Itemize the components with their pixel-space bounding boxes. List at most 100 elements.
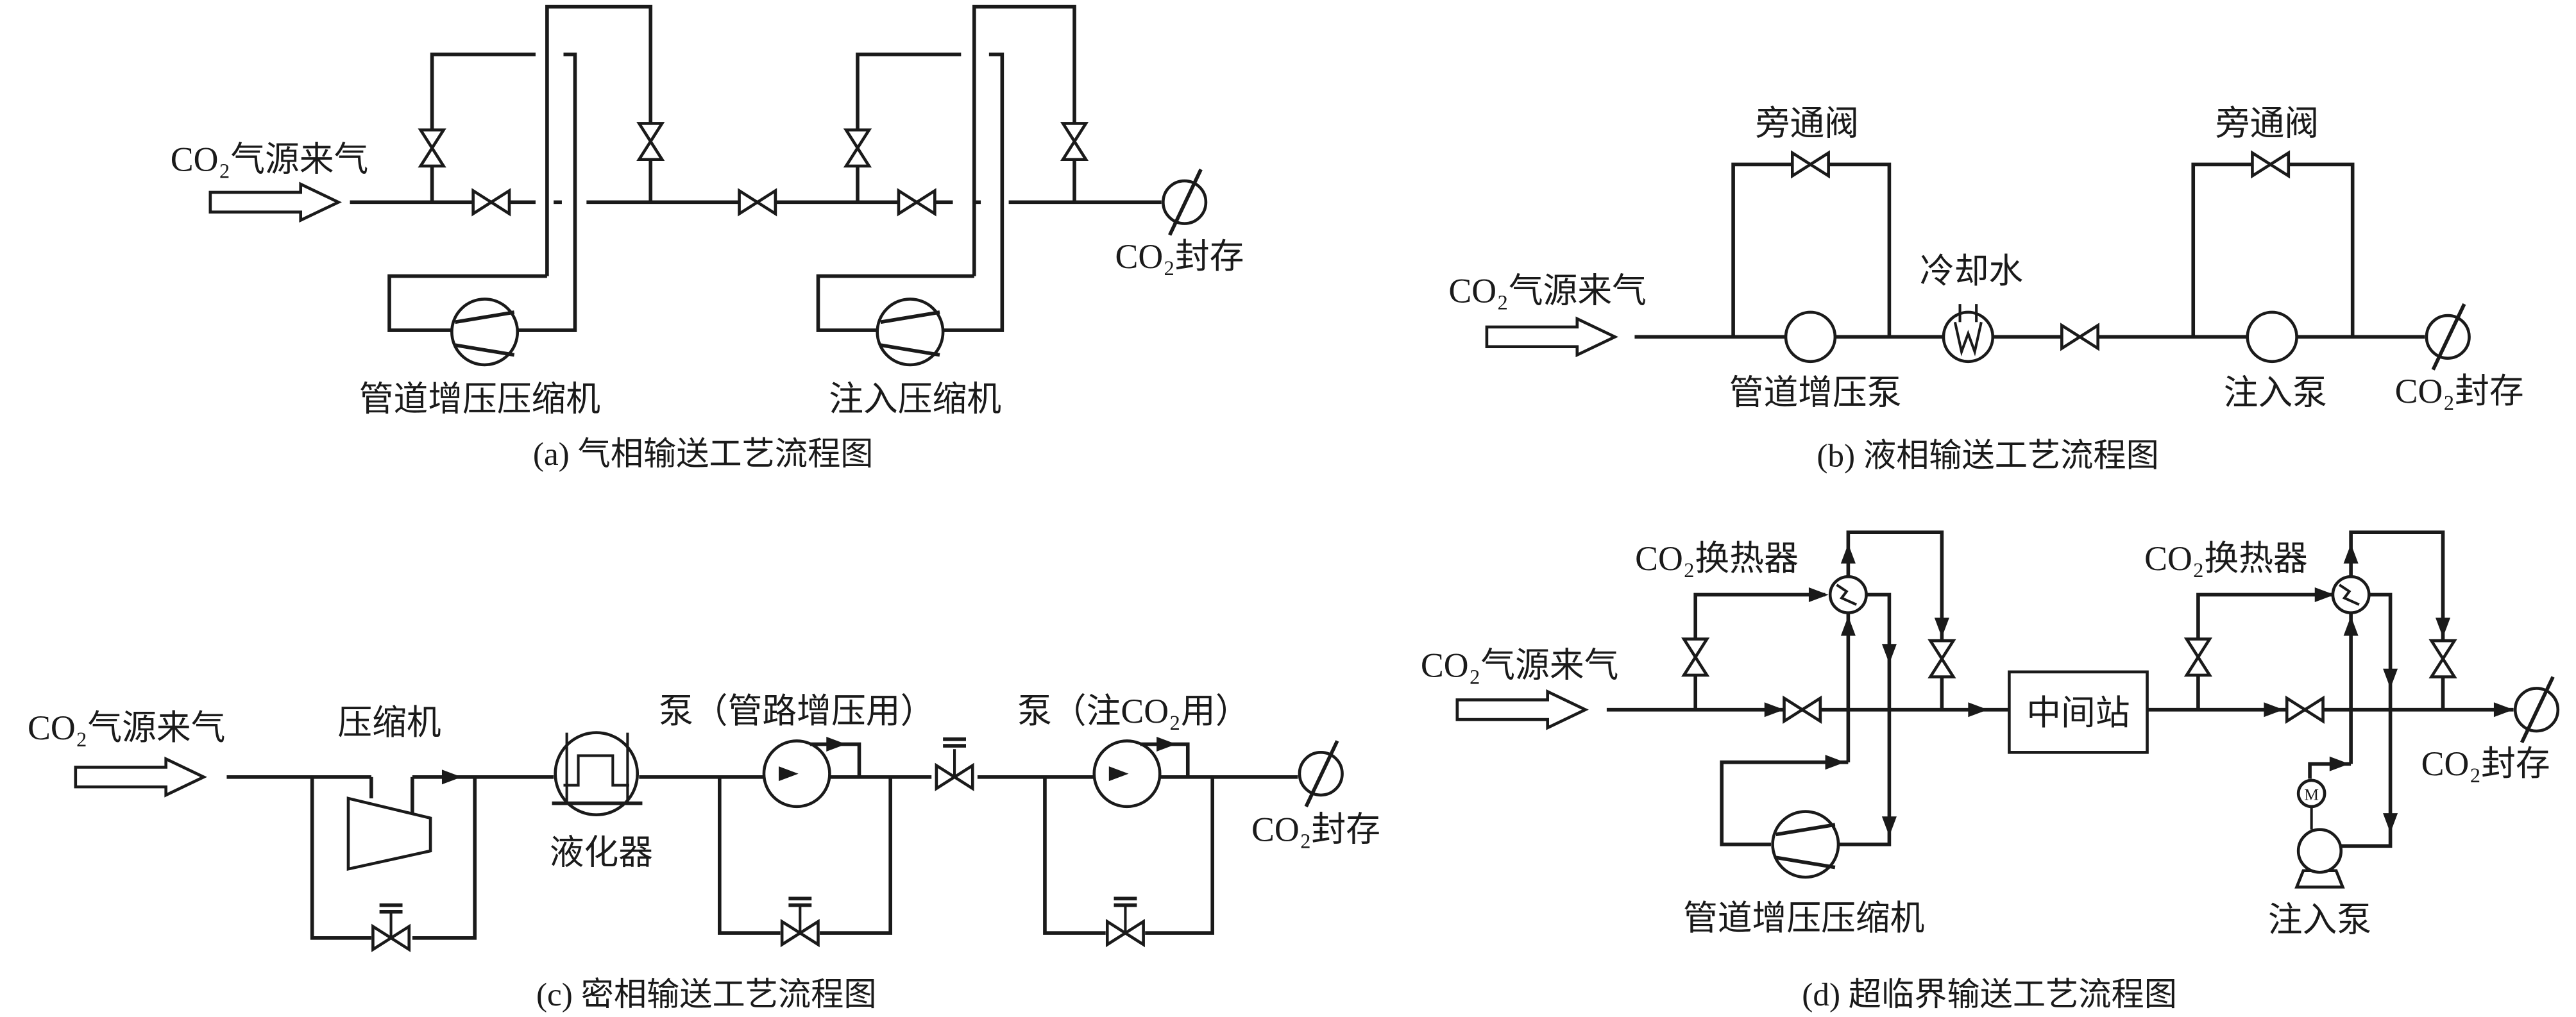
pump-icon xyxy=(2246,310,2298,364)
compressor-icon xyxy=(346,777,432,871)
suction-line xyxy=(517,53,577,332)
source-arrow-icon xyxy=(76,759,204,795)
line-valve[interactable] xyxy=(740,190,775,214)
bypass-line xyxy=(717,777,781,935)
discharge-line xyxy=(545,4,653,276)
flow-arrow-icon xyxy=(1881,644,1897,664)
bypass-valve[interactable] xyxy=(373,903,409,950)
bypass-line xyxy=(1145,777,1215,935)
bypass-valve-label: 旁通阀 xyxy=(2216,104,2319,142)
caption: (d) 超临界输送工艺流程图 xyxy=(1802,977,2177,1013)
heat-exchanger-icon xyxy=(1828,575,1868,614)
caption: (a) 气相输送工艺流程图 xyxy=(533,436,874,473)
flow-arrow-icon xyxy=(1840,616,1856,636)
station-label: 中间站 xyxy=(2026,694,2130,732)
bypass-line xyxy=(310,777,371,940)
bypass-valve-label: 旁通阀 xyxy=(1756,104,1859,142)
intermediate-station[interactable]: 中间站 xyxy=(2008,670,2149,754)
bypass-valve[interactable] xyxy=(846,130,869,166)
storage-label: CO₂封存 xyxy=(2395,372,2524,410)
bypass-line xyxy=(856,53,962,203)
flow-arrow-icon xyxy=(1840,544,1856,564)
inlet-valve[interactable] xyxy=(899,190,935,214)
bypass-valve[interactable] xyxy=(1684,639,1707,675)
pump-label: 泵（管路增压用） xyxy=(659,692,935,730)
source-arrow-icon xyxy=(210,184,339,220)
storage-label: CO₂封存 xyxy=(2421,744,2550,783)
pump-label: 管道增压泵 xyxy=(1729,373,1902,412)
source-label: CO₂气源来气 xyxy=(28,709,226,747)
pump-label: 注入泵 xyxy=(2224,373,2327,412)
cooling-water-label: 冷却水 xyxy=(1920,252,2023,290)
compressor-icon xyxy=(1773,812,1838,877)
flow-arrow-icon xyxy=(1825,755,1845,770)
compressor-line xyxy=(1720,760,1849,846)
flow-arrow-icon xyxy=(2383,813,2398,833)
pump-icon xyxy=(1784,310,1837,364)
source-label: CO₂气源来气 xyxy=(1421,646,1619,685)
bypass-valve[interactable] xyxy=(421,130,444,166)
suction-line xyxy=(943,53,1004,332)
pump-label: 注入泵 xyxy=(2268,901,2371,939)
inlet-valve[interactable] xyxy=(473,190,509,214)
storage-icon xyxy=(2427,304,2470,369)
bypass-valve[interactable] xyxy=(782,896,818,945)
source-arrow-icon xyxy=(1487,319,1615,355)
bypass-line xyxy=(1693,593,1826,710)
compressor-icon xyxy=(877,299,943,364)
hx-return-line xyxy=(1838,593,1892,846)
bypass-valve[interactable] xyxy=(1930,641,1953,677)
storage-label: CO₂封存 xyxy=(1115,237,1244,276)
bypass-line xyxy=(2196,593,2333,710)
bypass-line xyxy=(430,53,536,203)
panel-d-supercritical: CO₂气源来气 CO₂换热器 管道增压压缩机 xyxy=(1421,530,2558,1013)
heat-exchanger-label: CO₂换热器 xyxy=(2144,539,2308,578)
discharge-valve[interactable] xyxy=(1063,123,1086,159)
storage-icon xyxy=(2515,677,2558,743)
bypass-valve[interactable] xyxy=(2432,641,2455,677)
line-valve[interactable] xyxy=(936,737,972,789)
compressor-label: 注入压缩机 xyxy=(829,380,1001,419)
flow-arrow-icon xyxy=(2436,618,2451,638)
inlet-valve[interactable] xyxy=(2287,698,2323,721)
discharge-valve[interactable] xyxy=(639,123,662,159)
injection-pump-icon: M xyxy=(2294,778,2345,889)
liquefier-icon xyxy=(552,731,643,816)
source-label: CO₂气源来气 xyxy=(171,140,369,179)
compressor-outlet-line xyxy=(816,274,974,332)
compressor-outlet-line xyxy=(387,274,547,332)
line-valve[interactable] xyxy=(2062,325,2097,348)
flow-arrow-icon xyxy=(2329,756,2350,771)
compressor-label: 压缩机 xyxy=(337,703,441,742)
bypass-valve[interactable] xyxy=(2187,639,2210,675)
discharge-line xyxy=(972,4,1076,276)
panel-b-liquid-phase: CO₂气源来气 旁通阀 管道增压泵 冷却水 旁通阀 注入泵 CO₂封存 (b) … xyxy=(1448,104,2523,474)
bypass-line xyxy=(412,777,477,940)
storage-label: CO₂封存 xyxy=(1251,811,1380,849)
compressor-label: 管道增压压缩机 xyxy=(1683,899,1924,937)
flow-arrow-icon xyxy=(1808,587,1829,602)
inlet-valve[interactable] xyxy=(1784,698,1820,721)
flow-arrow-icon xyxy=(1934,618,1949,638)
bypass-valve[interactable] xyxy=(1107,896,1143,945)
liquefier-label: 液化器 xyxy=(550,834,653,872)
pump-icon xyxy=(762,737,861,809)
hx-outlet-line xyxy=(1846,530,1944,710)
cooler-icon xyxy=(1942,304,1995,364)
flow-arrow-icon xyxy=(441,769,462,785)
storage-icon xyxy=(1300,741,1343,806)
caption: (b) 液相输送工艺流程图 xyxy=(1817,438,2159,475)
flow-arrow-icon xyxy=(1881,816,1897,836)
bypass-line xyxy=(1043,777,1106,935)
source-label: CO₂气源来气 xyxy=(1448,272,1647,310)
hx-outlet-line xyxy=(2349,530,2445,710)
heat-exchanger-label: CO₂换热器 xyxy=(1635,539,1799,578)
panel-c-dense-phase: CO₂气源来气 压缩机 液化器 xyxy=(28,692,1380,1013)
heat-exchanger-icon xyxy=(2331,575,2371,614)
flow-arrow-icon xyxy=(2343,544,2359,564)
bypass-valve[interactable] xyxy=(2252,153,2288,176)
bypass-line xyxy=(820,777,893,935)
bypass-valve[interactable] xyxy=(1792,153,1828,176)
source-arrow-icon xyxy=(1457,692,1586,728)
